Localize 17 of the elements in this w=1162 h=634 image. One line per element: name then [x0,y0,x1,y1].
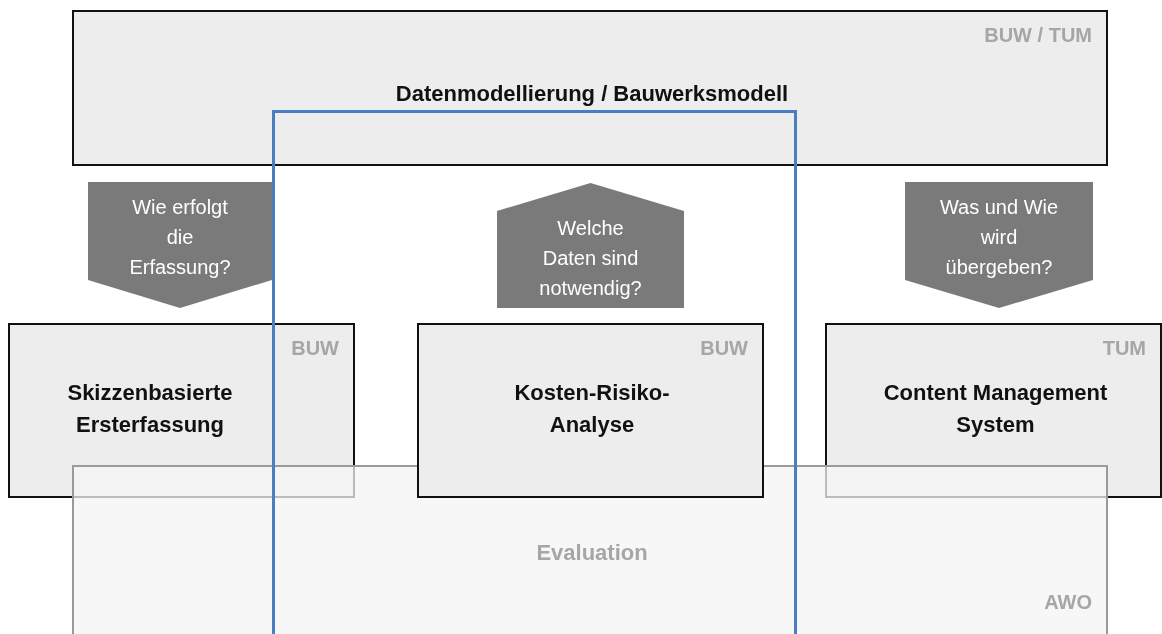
partner-label: AWO [1044,591,1092,614]
partner-label: BUW / TUM [984,24,1092,47]
question-text: Welche Daten sind notwendig? [538,216,643,301]
module-box [417,323,764,498]
question-text: Wie erfolgt die Erfassung? [128,195,232,280]
module-title: Skizzenbasierte Ersterfassung [66,379,234,439]
partner-label: TUM [1102,337,1146,360]
module-title: Content Management System [882,379,1109,439]
band-title: Evaluation [535,539,649,567]
question-text: Was und Wie wird übergeben? [939,195,1059,280]
scope-frame [272,110,797,634]
partner-label: BUW [700,337,748,360]
partner-label: BUW [291,337,339,360]
module-title: Kosten-Risiko-Analyse [513,379,671,439]
module-title: Datenmodellierung / Bauwerksmodell [394,80,790,108]
evaluation-band [72,465,1108,634]
model-panel [72,10,1108,166]
